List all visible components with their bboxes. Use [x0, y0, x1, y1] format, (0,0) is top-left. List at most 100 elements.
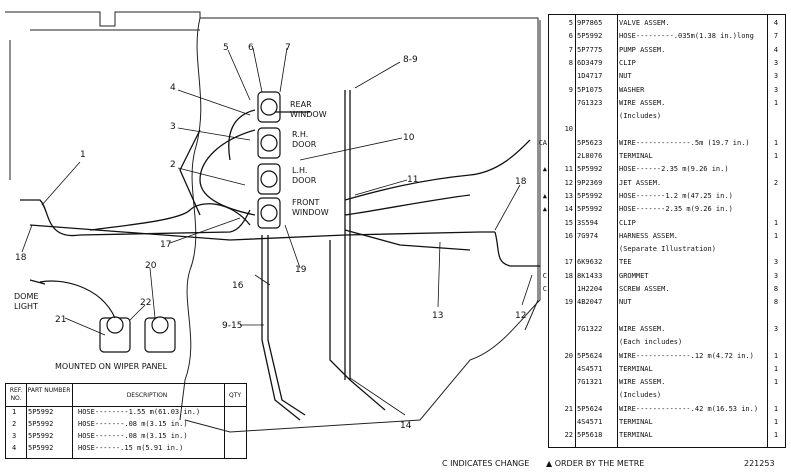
- parts-qty: 3: [773, 258, 779, 267]
- parts-pn: 9P7865: [577, 19, 603, 27]
- hose-lines: [20, 90, 540, 421]
- parts-no: 16: [564, 231, 573, 240]
- parts-desc: HOSE-------2.35 m(9.26 in.): [619, 205, 733, 214]
- parts-row: [549, 311, 785, 321]
- parts-mark: C: [542, 271, 547, 280]
- parts-no: 15: [564, 218, 573, 227]
- footer-code: 221253: [744, 459, 775, 468]
- parts-qty: 1: [773, 431, 779, 440]
- parts-desc: WASHER: [619, 85, 645, 94]
- callout-4: 4: [170, 83, 176, 93]
- callout-9-15: 9-15: [222, 321, 242, 331]
- callout-7: 7: [285, 43, 291, 53]
- parts-no: 12: [564, 178, 573, 187]
- parts-desc: TERMINAL: [619, 418, 653, 426]
- parts-pn: 7G974: [577, 231, 599, 240]
- parts-desc: HOSE---------.035m(1.38 in.)long: [619, 32, 754, 41]
- parts-desc: TERMINAL: [619, 364, 653, 373]
- label-front-window: FRONT WINDOW: [292, 198, 329, 217]
- parts-pn: 7G1323: [577, 98, 603, 107]
- parts-pn: 5P5623: [577, 138, 603, 147]
- hose-table: REF. NO. PART NUMBER DESCRIPTION QTY ▲15…: [5, 383, 247, 459]
- parts-desc: (Includes): [619, 391, 662, 400]
- parts-desc: WIRE-------------.5m (19.7 in.): [619, 138, 750, 147]
- callout-6: 6: [248, 43, 254, 53]
- callout-2: 2: [170, 160, 176, 170]
- parts-pn: 4S4571: [577, 418, 603, 426]
- parts-qty: 3: [773, 85, 779, 94]
- callout-14: 14: [400, 421, 412, 431]
- parts-no: 7: [568, 45, 573, 54]
- label-mounted-on-wiper-panel: MOUNTED ON WIPER PANEL: [55, 362, 168, 371]
- parts-pn: 5P5624: [577, 351, 603, 360]
- callout-16: 16: [232, 281, 244, 291]
- parts-pn: 2L8076: [577, 152, 603, 160]
- callout-12: 12: [515, 311, 526, 321]
- parts-pn: 3S594: [577, 218, 599, 227]
- parts-no: 14: [564, 205, 573, 214]
- callout-numbers: 1 2 3 4 5 6 7 8-9 10 11 12 13 14 16 17 1…: [15, 43, 527, 431]
- wiper-panel-pumps: [29, 279, 176, 353]
- parts-pn: 5P5992: [577, 32, 603, 41]
- parts-no: 9: [568, 85, 573, 94]
- parts-row: 2L8076 TERMINAL 1: [549, 151, 785, 161]
- label-rear-window: REAR WINDOW: [290, 100, 327, 119]
- pump-group: [257, 91, 281, 229]
- parts-qty: 4: [773, 19, 779, 27]
- parts-pn: 5P5992: [577, 165, 603, 174]
- parts-qty: 3: [773, 271, 779, 280]
- callout-13: 13: [432, 311, 443, 321]
- parts-desc: TEE: [619, 258, 632, 267]
- parts-desc: WIRE ASSEM.: [619, 378, 666, 387]
- parts-qty: 3: [773, 72, 779, 81]
- parts-pn: 5P7775: [577, 45, 603, 54]
- parts-pn: 4B2047: [577, 298, 603, 307]
- parts-no: 13: [564, 191, 573, 200]
- parts-qty: 1: [773, 152, 779, 160]
- parts-no: 8: [568, 58, 573, 67]
- label-rh-door: R.H. DOOR: [292, 130, 317, 149]
- parts-pn: 5P5618: [577, 431, 603, 440]
- parts-pn: 6K9632: [577, 258, 603, 267]
- callout-1: 1: [80, 150, 86, 160]
- parts-mark: ▲: [542, 165, 547, 174]
- parts-desc: WIRE ASSEM.: [619, 98, 666, 107]
- parts-no: 19: [564, 298, 573, 307]
- parts-pn: 7G1322: [577, 324, 603, 333]
- parts-qty: 1: [773, 378, 779, 387]
- parts-desc: (Each includes): [619, 338, 683, 347]
- parts-pn: 6D3479: [577, 58, 603, 67]
- callout-19: 19: [295, 265, 307, 275]
- parts-qty: 1: [773, 351, 779, 360]
- header-desc: DESCRIPTION: [126, 392, 168, 399]
- callout-5: 5: [223, 43, 229, 53]
- parts-desc: TERMINAL: [619, 152, 653, 160]
- callout-20: 20: [145, 261, 157, 271]
- parts-pn: 4S4571: [577, 364, 603, 373]
- parts-mark: ▲: [542, 205, 547, 214]
- parts-qty: 3: [773, 58, 779, 67]
- parts-row: ▲ 14 5P5992 HOSE-------2.35 m(9.26 in.): [543, 204, 785, 214]
- parts-pn: 5P5992: [577, 205, 603, 214]
- parts-mark: ▲: [542, 191, 547, 200]
- parts-row: (Separate Illustration): [549, 244, 785, 254]
- header-ref: REF. NO.: [9, 387, 23, 402]
- parts-no: 6: [568, 32, 573, 41]
